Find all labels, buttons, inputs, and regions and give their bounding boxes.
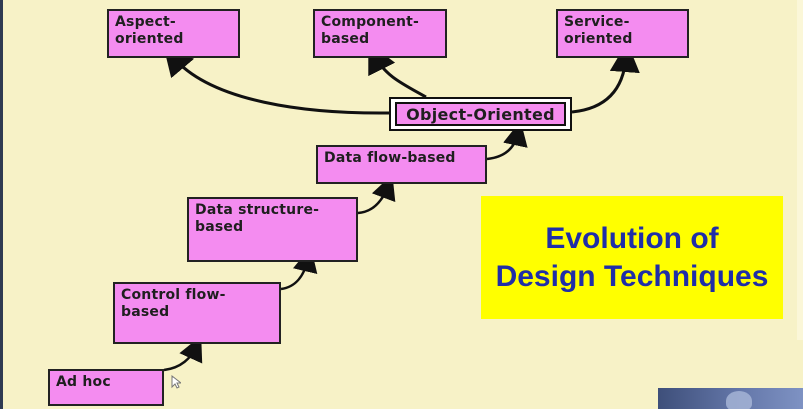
- arrow-object-oriented-to-aspect: [163, 45, 391, 115]
- data-structure-box: Data structure- based: [187, 197, 358, 262]
- aspect-oriented-box: Aspect- oriented: [107, 9, 240, 58]
- object-oriented-frame: Object-Oriented: [389, 97, 572, 131]
- presenter-head-icon: [726, 391, 752, 409]
- arrow-object-oriented-to-service: [571, 42, 640, 114]
- data-flow-box: Data flow-based: [316, 145, 487, 184]
- presenter-thumbnail: [658, 388, 803, 409]
- component-based-box: Component- based: [313, 9, 447, 58]
- ad-hoc-box: Ad hoc: [48, 369, 164, 406]
- title-line-1: Evolution of: [545, 221, 719, 255]
- mouse-cursor-icon: [171, 375, 181, 389]
- control-flow-box: Control flow- based: [113, 282, 281, 344]
- arrow-control-flow-to-data-structure: [280, 246, 318, 291]
- arrow-data-flow-to-object-oriented: [486, 120, 528, 161]
- left-strip: [0, 0, 3, 409]
- arrow-data-structure-to-data-flow: [357, 174, 396, 215]
- arrow-adhoc-to-control-flow: [163, 335, 203, 372]
- service-oriented-box: Service- oriented: [556, 9, 689, 58]
- evolution-title-panel: Evolution of Design Techniques: [481, 196, 783, 319]
- title-line-2: Design Techniques: [495, 259, 769, 293]
- object-oriented-box: Object-Oriented: [395, 102, 566, 126]
- right-strip: [797, 0, 803, 340]
- arrow-object-oriented-to-component: [368, 42, 427, 99]
